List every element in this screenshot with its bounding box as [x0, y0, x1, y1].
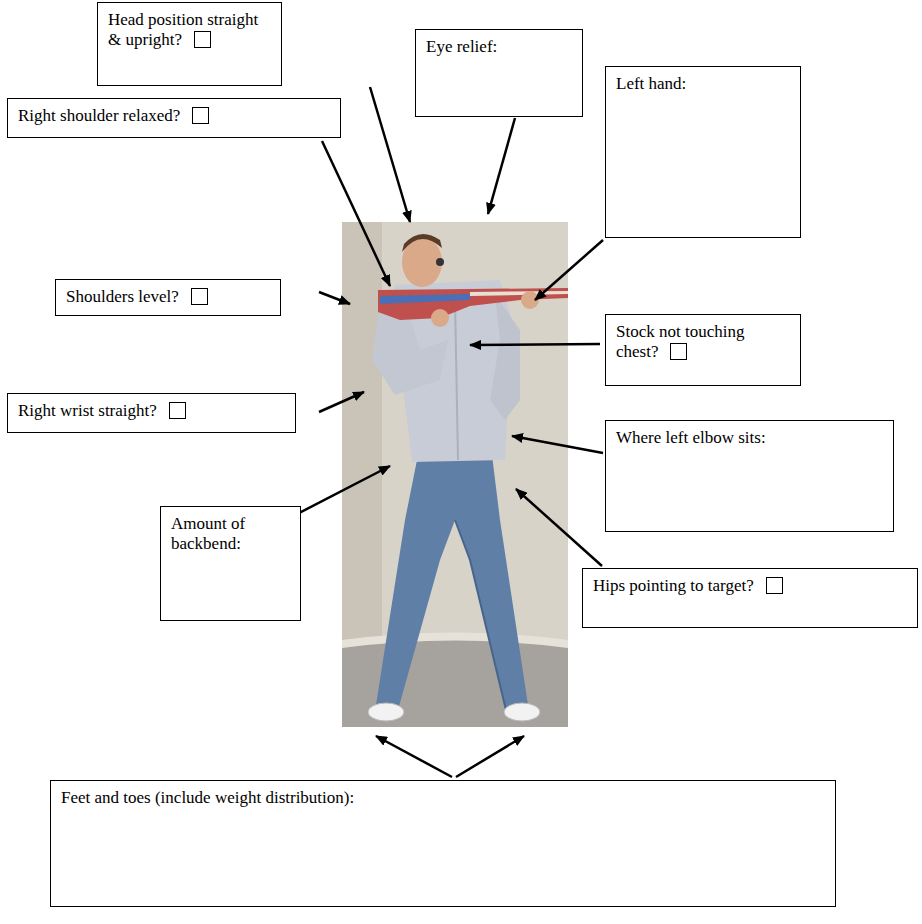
callout-text: Head position straight & upright? — [108, 10, 258, 49]
photo-floor — [342, 640, 568, 727]
left-shoe — [504, 703, 540, 721]
callout-text: Shoulders level? — [66, 287, 179, 306]
checkbox — [169, 402, 186, 419]
callout-box: Stock not touching chest? — [605, 314, 801, 386]
leader-line — [322, 141, 390, 286]
checkbox — [670, 343, 687, 360]
rifle-stock — [378, 288, 568, 320]
callout-box: Right shoulder relaxed? — [7, 98, 341, 138]
callout-box: Eye relief: — [415, 29, 583, 117]
rifle-stripe-light — [470, 291, 568, 296]
leader-line — [535, 240, 603, 300]
right-shoe — [368, 703, 404, 721]
leader-line — [370, 87, 410, 222]
leader-line — [319, 292, 350, 304]
callout-text: Where left elbow sits: — [616, 428, 766, 447]
callout-text: Eye relief: — [426, 37, 497, 56]
leader-line — [456, 736, 524, 777]
checkbox — [192, 107, 209, 124]
right-hand — [431, 309, 449, 327]
callout-box: Right wrist straight? — [7, 393, 296, 433]
callout-box: Hips pointing to target? — [582, 568, 918, 628]
sight — [436, 258, 444, 266]
callout-box: Head position straight & upright? — [97, 2, 282, 86]
callout-box: Left hand: — [605, 66, 801, 238]
jeans-seam — [455, 520, 506, 710]
leader-line — [376, 736, 452, 777]
callout-box: Amount of backbend: — [160, 506, 301, 621]
shirt-placket — [455, 300, 458, 460]
leader-line — [488, 118, 515, 214]
callout-text: Right wrist straight? — [18, 401, 157, 420]
leader-line — [512, 436, 603, 453]
callout-text: Amount of backbend: — [171, 514, 245, 553]
leader-line — [516, 489, 602, 566]
left-arm — [490, 295, 520, 420]
callout-text: Feet and toes (include weight distributi… — [61, 788, 354, 807]
callout-text: Hips pointing to target? — [593, 576, 754, 595]
leader-line — [470, 344, 600, 345]
callout-box: Where left elbow sits: — [605, 420, 894, 532]
rifle-stripe — [380, 294, 470, 304]
checkbox — [194, 31, 211, 48]
jeans — [376, 455, 528, 710]
callout-text: Right shoulder relaxed? — [18, 106, 180, 125]
checkbox — [766, 577, 783, 594]
checkbox — [191, 288, 208, 305]
leader-line — [319, 392, 364, 412]
callout-box: Feet and toes (include weight distributi… — [50, 780, 836, 907]
callout-box: Shoulders level? — [55, 279, 281, 316]
hair — [402, 234, 442, 252]
backdrop-hem — [342, 633, 568, 649]
callout-text: Left hand: — [616, 74, 686, 93]
